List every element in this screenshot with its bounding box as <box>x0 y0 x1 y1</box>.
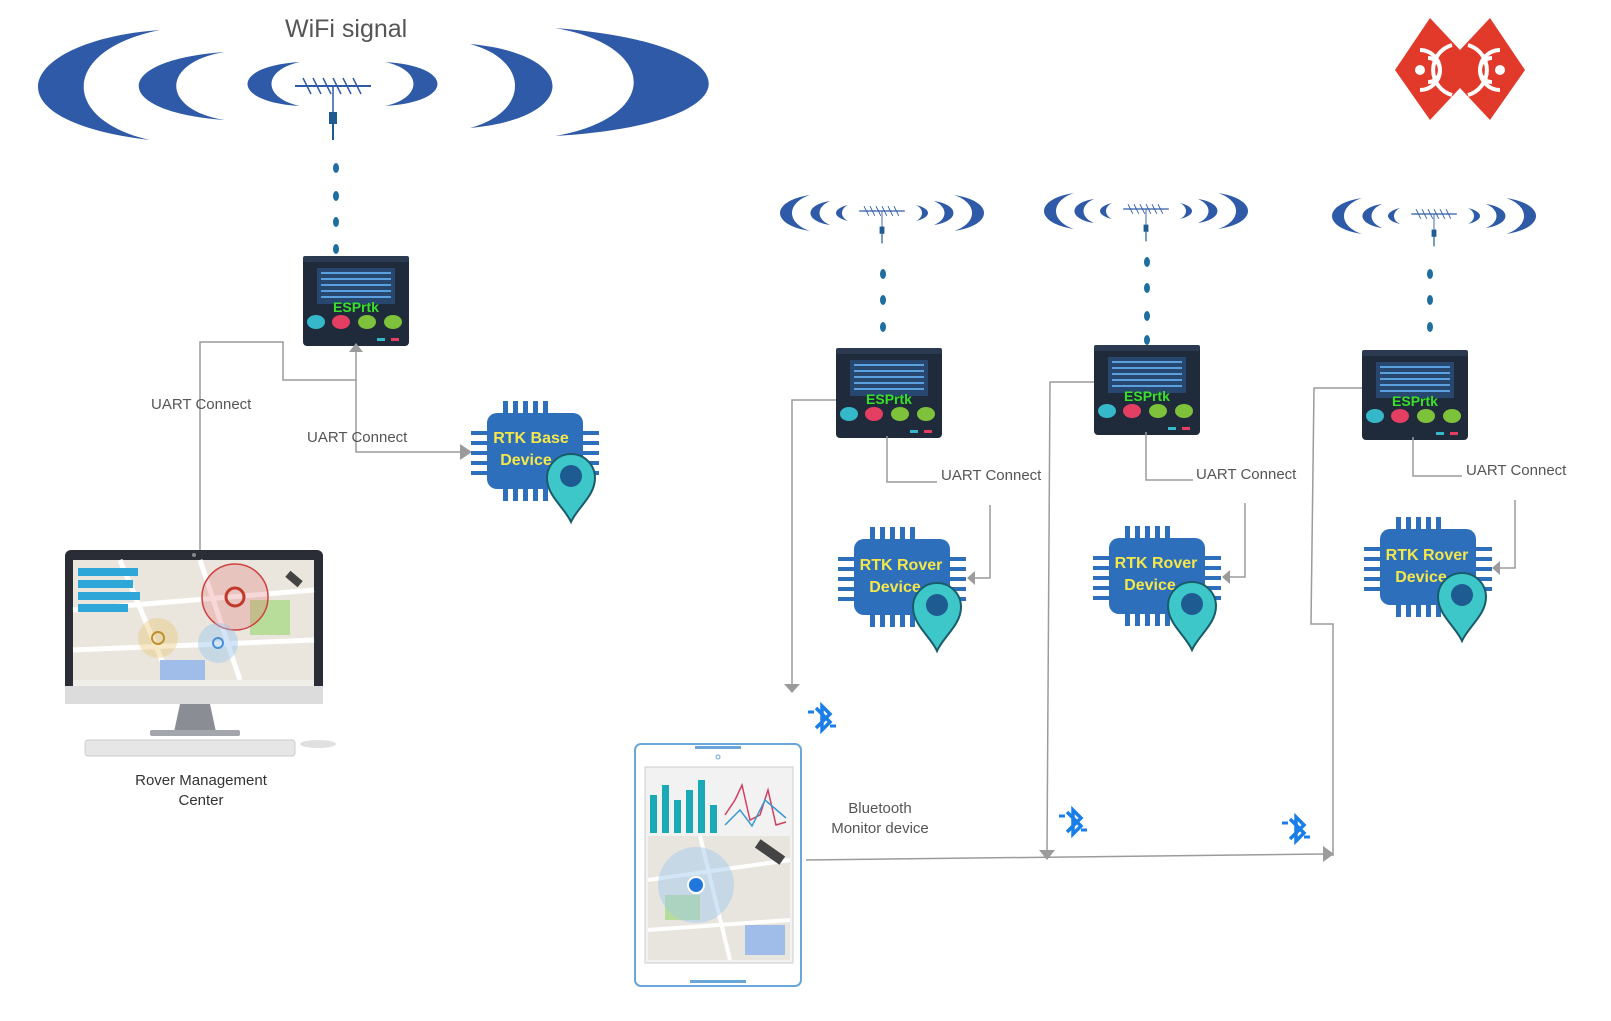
esprtk-label: ESPrtk <box>866 391 912 407</box>
rtk-rover-chip-1: RTK Rover Device <box>838 527 966 627</box>
management-monitor <box>65 550 336 757</box>
management-center-label-2: Center <box>178 792 223 809</box>
base-device-line1: RTK Base <box>493 430 569 447</box>
base-device-line2: Device <box>500 452 552 469</box>
dotted-link-rover-2 <box>1144 257 1150 345</box>
esprtk-rover-1: ESPrtk <box>835 347 943 439</box>
management-center-label-1: Rover Management <box>135 772 268 789</box>
esprtk-label: ESPrtk <box>1124 388 1170 404</box>
dotted-link-base <box>333 163 339 254</box>
location-pin-icon <box>912 582 962 652</box>
base-connection-lines <box>199 341 465 550</box>
esprtk-rover-2: ESPrtk <box>1093 344 1201 436</box>
uart-label: UART Connect <box>1466 462 1567 479</box>
location-pin-icon <box>1437 572 1487 642</box>
rtk-rover-chip-3: RTK Rover Device <box>1364 517 1492 617</box>
wifi-signal-rover-3 <box>1332 198 1536 247</box>
uart-label: UART Connect <box>941 467 1042 484</box>
dotted-link-rover-1 <box>880 269 886 332</box>
rover-device-line2: Device <box>869 579 921 596</box>
rover-device-line2: Device <box>1124 577 1176 594</box>
rtk-rover-chip-2: RTK Rover Device <box>1093 526 1221 626</box>
wifi-signal-large <box>38 28 709 141</box>
rover-connection-lines <box>791 381 1516 861</box>
bluetooth-monitor-label-1: Bluetooth <box>848 800 911 817</box>
bluetooth-icon <box>1057 808 1089 836</box>
bluetooth-monitor-tablet <box>634 743 802 987</box>
rover-device-line2: Device <box>1395 569 1447 586</box>
rtk-base-chip: RTK Base Device <box>471 401 599 501</box>
bluetooth-icon <box>1280 815 1312 843</box>
dotted-link-rover-3 <box>1427 269 1433 332</box>
location-pin-icon <box>546 453 596 523</box>
rover-device-line1: RTK Rover <box>1386 547 1469 564</box>
bluetooth-monitor-label-2: Monitor device <box>831 820 929 837</box>
esprtk-rover-3: ESPrtk <box>1361 349 1469 441</box>
arrow-heads <box>784 561 1500 862</box>
esprtk-base-device: ESPrtk <box>302 255 410 347</box>
rover-device-line1: RTK Rover <box>1115 555 1198 572</box>
bluetooth-icon <box>806 704 838 732</box>
rover-device-line1: RTK Rover <box>860 557 943 574</box>
esprtk-label: ESPrtk <box>333 299 379 315</box>
arrow-head <box>460 444 472 460</box>
esprtk-label: ESPrtk <box>1392 393 1438 409</box>
uart-label: UART Connect <box>1196 466 1297 483</box>
uart-label: UART Connect <box>307 429 408 446</box>
wifi-signal-rover-2 <box>1044 193 1248 242</box>
wifi-signal-rover-1 <box>780 195 984 244</box>
arrow-head <box>349 343 363 352</box>
brand-logo-icon <box>1395 18 1525 120</box>
uart-label: UART Connect <box>151 396 252 413</box>
location-pin-icon <box>1167 581 1217 651</box>
wifi-title: WiFi signal <box>285 15 407 43</box>
